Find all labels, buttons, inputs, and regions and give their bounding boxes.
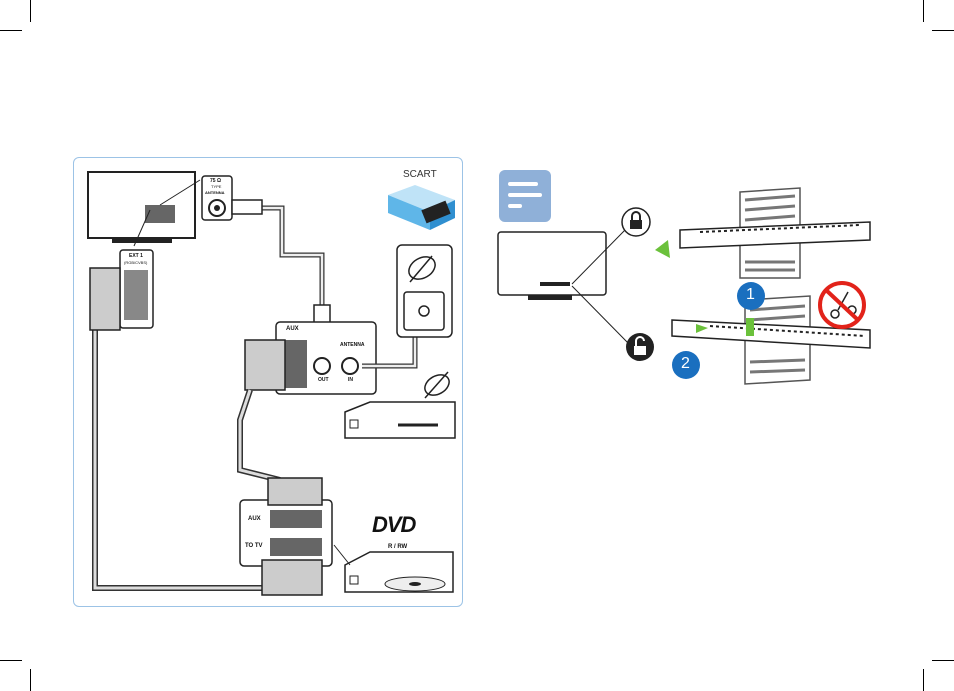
crop-mark <box>923 669 924 691</box>
dvd-back-panel <box>239 499 333 567</box>
antenna-label: ANTENNA <box>205 190 225 195</box>
receiver-antenna-label: ANTENNA <box>340 342 365 348</box>
tv-front-icon <box>497 229 631 346</box>
crop-mark <box>923 0 924 22</box>
crop-mark <box>932 660 954 661</box>
scart-title: SCART <box>403 169 437 180</box>
dvd-aux-label: AUX <box>248 516 261 522</box>
lock-open-icon <box>626 333 654 361</box>
crop-mark <box>30 0 31 22</box>
receiver-back-panel <box>275 321 377 395</box>
lock-closed-icon <box>621 207 651 237</box>
note-icon <box>499 170 551 222</box>
step-1-badge <box>737 282 765 310</box>
tv-illustration <box>87 171 201 243</box>
crop-mark <box>0 30 22 31</box>
ext-label: EXT 1 <box>129 253 143 259</box>
dvd-sub-label: R / RW <box>388 544 408 550</box>
ext-sub-label: (RGB/CVBS) <box>124 260 148 265</box>
crop-mark <box>30 669 31 691</box>
step-2-badge <box>672 351 700 379</box>
antenna-cable <box>232 205 325 310</box>
no-scissors-icon <box>818 281 866 329</box>
antenna-type-label: TYPE <box>211 184 222 189</box>
antenna-ohm-label: 75 Ω <box>210 178 221 184</box>
wall-socket <box>396 244 453 338</box>
receiver-aux-label: AUX <box>286 326 299 332</box>
cable-tie-release <box>671 295 871 385</box>
dvd-totv-label: TO TV <box>245 543 263 549</box>
receiver-in-label: IN <box>348 377 353 383</box>
receiver-out-label: OUT <box>318 377 329 383</box>
antenna-socket <box>201 175 233 221</box>
crop-mark <box>932 30 954 31</box>
crop-mark <box>0 660 22 661</box>
dvd-logo: DVD <box>372 512 416 537</box>
cable-tie-closed <box>655 187 871 279</box>
satellite-receiver <box>344 371 456 439</box>
connection-panel <box>73 157 463 607</box>
scart-connector-icon <box>388 185 455 230</box>
dvd-recorder <box>344 551 454 593</box>
step-1-number: 1 <box>746 286 755 303</box>
step-2-number: 2 <box>681 355 690 372</box>
